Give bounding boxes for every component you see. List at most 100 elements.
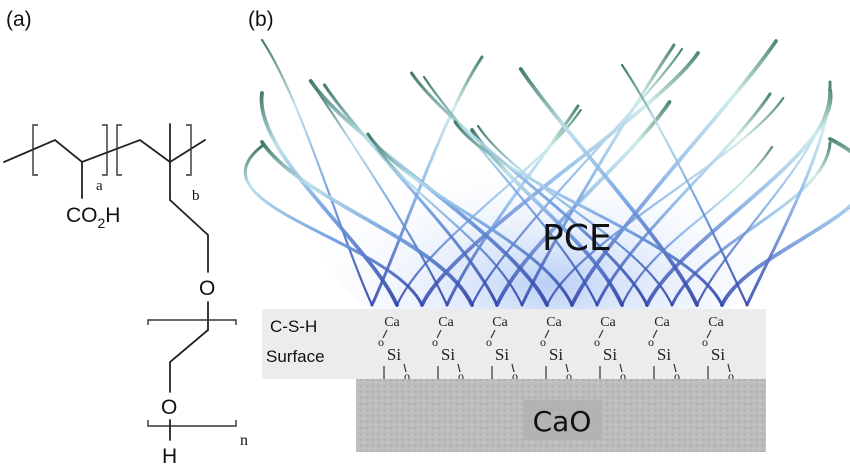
oxygen-atom: o: [512, 369, 518, 383]
pce-strand: [670, 141, 832, 307]
oxygen-atom: o: [458, 369, 464, 383]
pce-strand: [745, 80, 832, 307]
cao-label: CaO: [533, 405, 592, 438]
oxygen-atom: o: [540, 335, 546, 349]
csh-label-line1: C-S-H: [270, 317, 317, 336]
ca-o-bond: [544, 329, 550, 339]
pce-strand: [545, 96, 785, 307]
csh-label-line2: Surface: [266, 347, 325, 366]
bracket-b-left: [116, 124, 122, 176]
peg-side-chain: O O H n: [147, 123, 248, 468]
pce-strand: [422, 75, 599, 307]
pce-strand: [445, 104, 580, 307]
si-o-bond: [403, 363, 407, 373]
oxygen-atom: o: [378, 335, 384, 349]
pce-label: PCE: [542, 218, 612, 259]
panel-a: (a) a b CO2H O O: [3, 8, 248, 468]
csh-layer: [262, 309, 766, 379]
hydroxyl-hydrogen: H: [162, 445, 177, 468]
ca-atom: Ca: [600, 315, 616, 330]
pce-strand: [260, 140, 474, 307]
si-atom: Si: [603, 345, 617, 364]
pce-strand: [570, 39, 778, 307]
ca-o-bond: [490, 329, 496, 339]
ca-atom: Ca: [708, 315, 724, 330]
pce-strand: [620, 145, 774, 307]
si-o-bond: [511, 363, 515, 373]
oxygen-atom: o: [594, 335, 600, 349]
si-atom: Si: [711, 345, 725, 364]
carboxyl-side-chain: CO2H: [66, 161, 120, 231]
oxygen-atom: o: [486, 335, 492, 349]
si-atom: Si: [387, 345, 401, 364]
pce-strand: [520, 43, 676, 307]
bracket-b-right: [186, 124, 192, 176]
pce-strand: [420, 51, 700, 307]
si-atom: Si: [441, 345, 455, 364]
brush-glow: [320, 130, 780, 350]
si-o-bond: [619, 363, 623, 373]
hydroxyl-oxygen: O: [161, 396, 177, 419]
pce-strand: [260, 38, 374, 307]
bracket-n-top: [147, 319, 237, 325]
ca-atom: Ca: [546, 315, 562, 330]
pce-strand: [720, 137, 850, 307]
ether-oxygen: O: [199, 277, 215, 300]
subscript-b: b: [192, 188, 200, 204]
pce-strand: [470, 47, 684, 307]
carboxyl-label: CO2H: [66, 204, 120, 231]
pce-brush: [243, 38, 850, 350]
pce-strand: [476, 124, 674, 307]
bracket-a-left: [32, 124, 38, 176]
polymer-backbone: a b: [3, 124, 206, 204]
si-atom: Si: [495, 345, 509, 364]
ca-o-bond: [652, 329, 658, 339]
panel-b: (b) PCE C-S-H Surface CaoSioCaoSioCaoSio…: [243, 8, 850, 452]
pce-strand: [259, 91, 399, 307]
pce-strand: [495, 100, 672, 307]
ca-o-bond: [436, 329, 442, 339]
oxygen-atom: o: [728, 369, 734, 383]
oxygen-atom: o: [674, 369, 680, 383]
pce-strand: [243, 144, 424, 307]
oxygen-atom: o: [648, 335, 654, 349]
ca-atom: Ca: [384, 315, 400, 330]
si-atom: Si: [657, 345, 671, 364]
subscript-n: n: [240, 432, 248, 449]
ca-o-bond: [382, 329, 388, 339]
pce-strand: [314, 87, 449, 307]
ca-atom: Ca: [654, 315, 670, 330]
si-o-bond: [457, 363, 461, 373]
pce-strand: [518, 67, 699, 307]
oxygen-atom: o: [702, 335, 708, 349]
cao-label-box: [524, 400, 602, 440]
pce-strand: [595, 92, 772, 307]
si-o-bond: [673, 363, 677, 373]
ethylene-bonds: [169, 199, 209, 273]
pce-strand: [366, 132, 574, 307]
ca-atom: Ca: [492, 315, 508, 330]
pce-strand: [323, 83, 499, 307]
oxygen-atom: o: [620, 369, 626, 383]
panel-a-label: (a): [6, 8, 32, 31]
panel-b-label: (b): [248, 8, 274, 31]
adsorption-sites: CaoSioCaoSioCaoSioCaoSioCaoSioCaoSioCaoS…: [378, 315, 734, 392]
si-o-bond: [727, 363, 731, 373]
si-atom: Si: [549, 345, 563, 364]
pce-strand: [410, 71, 649, 307]
backbone-bonds: [3, 138, 206, 164]
pce-strand: [368, 136, 524, 307]
oxygen-atom: o: [432, 335, 438, 349]
ca-o-bond: [706, 329, 712, 339]
pce-strand: [620, 63, 749, 307]
si-o-bond: [565, 363, 569, 373]
oxygen-atom: o: [566, 369, 572, 383]
oxygen-atom: o: [404, 369, 410, 383]
pce-strand: [453, 120, 724, 307]
pce-strand: [370, 55, 484, 307]
bracket-n-bottom: [147, 420, 237, 427]
repeat-unit-bonds: [169, 329, 209, 393]
ca-atom: Ca: [438, 315, 454, 330]
bracket-a-right: [102, 124, 108, 176]
